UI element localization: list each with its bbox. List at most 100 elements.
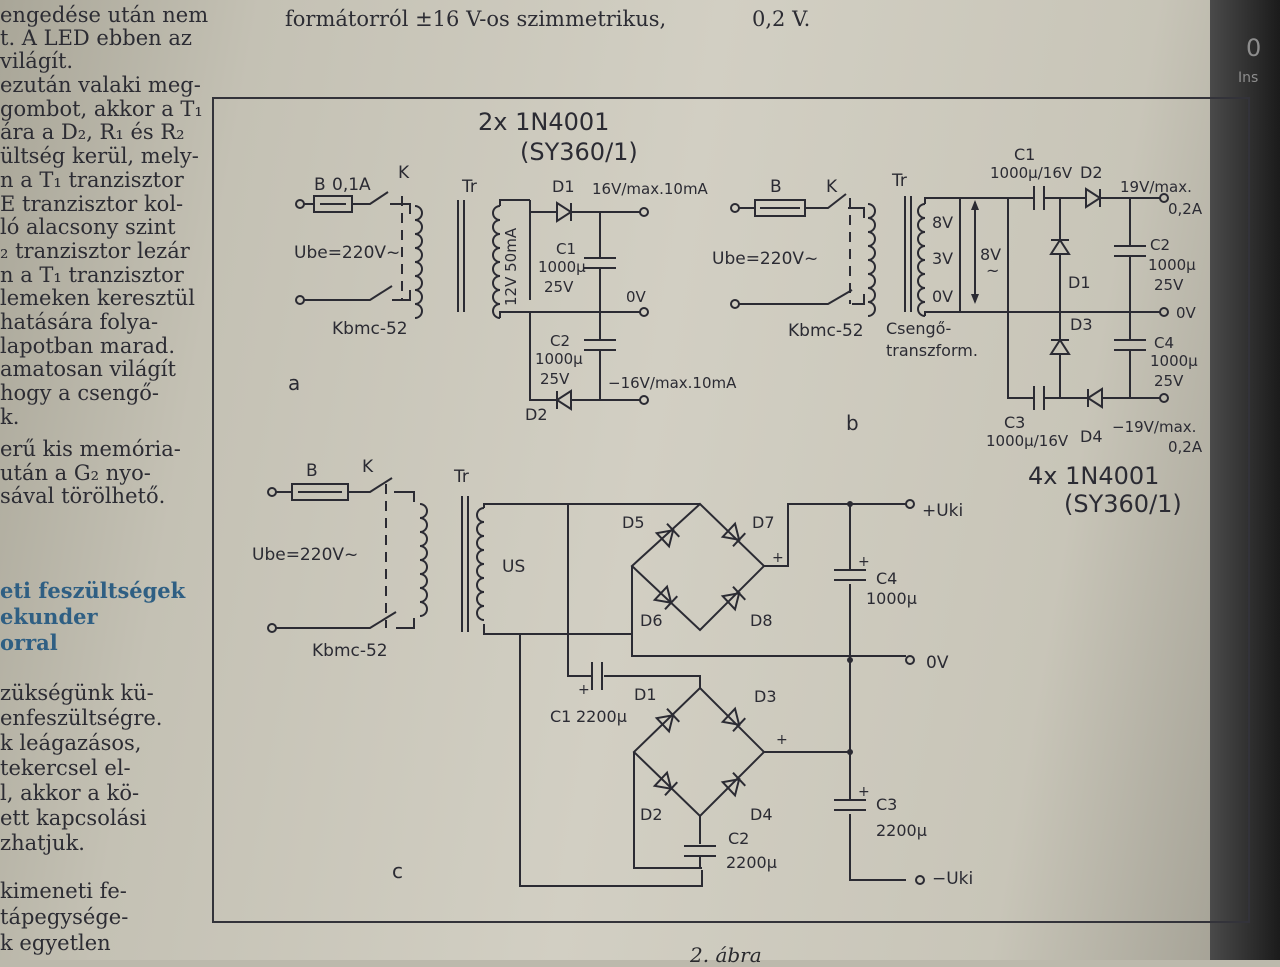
a-transformer-label: Tr xyxy=(461,177,477,197)
c-d4-diode xyxy=(721,771,747,797)
c-d3-label: D3 xyxy=(754,687,777,706)
a-c1-voltage: 25V xyxy=(544,278,574,296)
left-text-line: hatására folya- xyxy=(0,310,159,334)
left-text-line: ló alacsony szint xyxy=(0,215,176,239)
c-secondary-coil xyxy=(476,507,485,621)
left-text-line: hogy a csengő- xyxy=(0,381,160,405)
a-secondary-coil xyxy=(492,205,501,319)
circuit-a: 2x 1N4001 (SY360/1) B 0,1A K Tr Ube=220V… xyxy=(288,108,737,424)
c-input-label: Ube=220V~ xyxy=(252,545,358,565)
left-text-line: zhatjuk. xyxy=(0,831,85,855)
screen-edge: 0 Ins xyxy=(1210,0,1280,960)
b-c2-label: C2 xyxy=(1150,236,1170,254)
left-text-line: erű kis memória- xyxy=(0,437,181,461)
a-d1-label: D1 xyxy=(552,177,575,196)
a-primary-coil xyxy=(414,205,423,319)
c-d7-diode xyxy=(721,522,747,548)
c-d4-label: D4 xyxy=(750,805,773,824)
b-d4-label: D4 xyxy=(1080,427,1103,446)
b-input-label: Ube=220V~ xyxy=(712,249,818,269)
left-text-line: E tranzisztor kol- xyxy=(0,192,184,216)
a-d2-label: D2 xyxy=(525,405,548,424)
c-output-zero: 0V xyxy=(926,653,949,673)
c-d8-label: D8 xyxy=(750,611,773,630)
b-d3-label: D3 xyxy=(1070,315,1093,334)
b-switch-type: Kbmc-52 xyxy=(788,321,864,341)
b-ac-symbol: ~ xyxy=(986,261,999,280)
c-c2-value: 2200μ xyxy=(726,853,777,872)
c-c3-plus: + xyxy=(858,784,870,800)
b-d1-label: D1 xyxy=(1068,273,1091,292)
a-c2-voltage: 25V xyxy=(540,370,570,388)
b-c2-voltage: 25V xyxy=(1154,276,1184,294)
c-output-negative: −Uki xyxy=(932,869,973,889)
left-text-line: világít. xyxy=(0,49,74,73)
b-footer-2: (SY360/1) xyxy=(1064,490,1182,518)
b-c3-label: C3 xyxy=(1004,413,1025,432)
top-middle-text: formátorról ±16 V-os szimmetrikus, xyxy=(285,7,667,31)
a-switch-type: Kbmc-52 xyxy=(332,319,408,339)
left-text-line: sával törölhető. xyxy=(0,484,166,508)
c-c3-value: 2200μ xyxy=(876,821,927,840)
b-d4-diode xyxy=(1087,388,1103,408)
b-d2-diode xyxy=(1085,188,1101,208)
c-d3-diode xyxy=(721,707,747,733)
a-header-2: (SY360/1) xyxy=(520,138,638,166)
a-d2-diode xyxy=(556,390,572,410)
left-section-heading: eti feszültségek xyxy=(0,578,186,603)
b-bell-transformer-2: transzform. xyxy=(886,341,978,360)
b-output-positive-current: 0,2A xyxy=(1168,200,1203,218)
b-c2-value: 1000μ xyxy=(1148,256,1196,274)
c-d7-label: D7 xyxy=(752,513,775,532)
left-text-line: k egyetlen xyxy=(0,931,111,955)
left-text-line: engedése után nem xyxy=(0,3,209,27)
b-d1-diode xyxy=(1050,239,1070,255)
c-fuse xyxy=(291,483,349,501)
left-text-line: n a T₁ tranzisztor xyxy=(0,263,184,287)
left-text-line: ett kapcsolási xyxy=(0,806,147,830)
b-d3-diode xyxy=(1050,339,1070,355)
b-output-negative-current: 0,2A xyxy=(1168,438,1203,456)
a-d1-diode xyxy=(556,202,572,222)
a-fuse-label: B xyxy=(314,175,326,195)
top-right-text: 0,2 V. xyxy=(752,7,811,31)
left-text-line: gombot, akkor a T₁ xyxy=(0,97,203,121)
c-bridge1-plus: + xyxy=(772,550,784,566)
a-fuse xyxy=(313,195,353,213)
left-text-line: n a T₁ tranzisztor xyxy=(0,168,184,192)
c-d2-label: D2 xyxy=(640,805,663,824)
c-c4-plus: + xyxy=(858,554,870,570)
b-c4-value: 1000μ xyxy=(1150,352,1198,370)
left-text-line: ₂ tranzisztor lezár xyxy=(0,239,190,263)
left-text-line: ültség kerül, mely- xyxy=(0,144,199,168)
c-c2-label: C2 xyxy=(728,829,749,848)
b-tap-0v: 0V xyxy=(932,287,953,306)
c-output-positive: +Uki xyxy=(922,501,963,521)
left-section-heading: ekunder xyxy=(0,604,98,629)
b-tap-3v: 3V xyxy=(932,249,953,268)
edge-ins-label: Ins xyxy=(1238,70,1259,86)
b-output-zero: 0V xyxy=(1176,304,1197,322)
c-d5-label: D5 xyxy=(622,513,645,532)
c-d6-label: D6 xyxy=(640,611,663,630)
b-d2-label: D2 xyxy=(1080,163,1103,182)
figure-frame xyxy=(212,97,1250,923)
c-primary-coil xyxy=(419,503,428,617)
c-bridge2-plus: + xyxy=(776,732,788,748)
b-c4-voltage: 25V xyxy=(1154,372,1184,390)
circuit-b: B K Tr Ube=220V~ Kbmc-52 8V 3V 0V 8V ~ C… xyxy=(712,145,1203,518)
b-output-positive: 19V/max. xyxy=(1120,178,1192,196)
b-bell-transformer-1: Csengő- xyxy=(886,319,951,338)
left-text-line: k leágazásos, xyxy=(0,731,142,755)
a-switch-label: K xyxy=(398,163,410,183)
b-secondary-coil xyxy=(917,203,926,317)
a-input-terminal-top xyxy=(295,199,305,209)
b-tap-8v: 8V xyxy=(932,213,953,232)
figure-caption: 2. ábra xyxy=(690,943,762,967)
c-transformer-label: Tr xyxy=(453,467,469,487)
b-switch-label: K xyxy=(826,177,838,197)
a-secondary-rating: 12V 50mA xyxy=(502,227,520,306)
b-fuse xyxy=(754,199,806,217)
b-output-negative: −19V/max. xyxy=(1112,418,1196,436)
b-c1-value: 1000μ/16V xyxy=(990,164,1073,182)
